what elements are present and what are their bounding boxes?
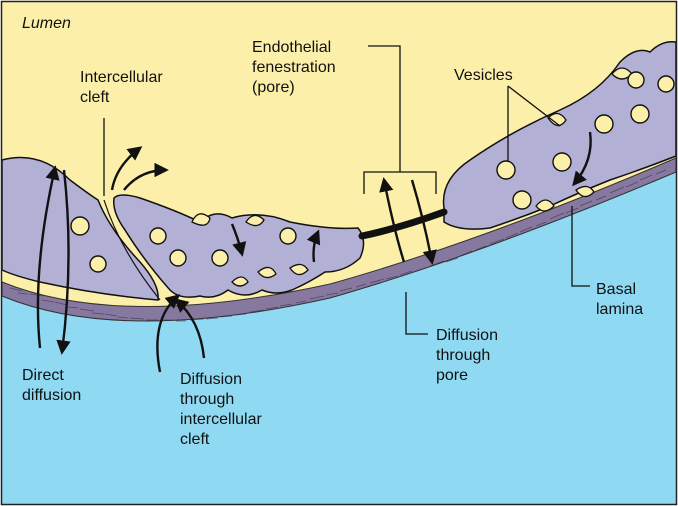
vesicle-pits — [191, 213, 309, 287]
cleft-arrows — [110, 146, 206, 373]
vesicle — [211, 249, 229, 267]
vesicle — [279, 227, 297, 245]
vesicle-pits-right — [535, 67, 633, 212]
vesicle-transport-arrows — [230, 131, 592, 263]
intercellular-cleft-line — [103, 199, 161, 301]
vesicle — [552, 152, 572, 172]
fenestration-bar — [358, 208, 448, 240]
basal-lamina-fibers — [9, 169, 667, 322]
vesicle — [496, 160, 516, 180]
basal-lamina-label: Basal lamina — [596, 281, 644, 318]
basal-lamina-leader — [571, 206, 590, 287]
vesicles-leaders — [507, 85, 561, 162]
vesicle — [70, 216, 90, 236]
direct-diffusion-arrows — [36, 165, 71, 355]
vesicles-label: Vesicles — [454, 67, 513, 84]
endothelial-fenestration-label: Endothelial fenestration (pore) — [252, 39, 336, 96]
direct-diffusion-label: Direct diffusion — [22, 367, 82, 404]
vesicle — [149, 227, 167, 245]
vesicle — [169, 249, 187, 267]
vesicle — [594, 114, 614, 134]
intercellular-cleft-label: Intercellular cleft — [80, 69, 163, 106]
vesicle — [512, 190, 532, 210]
endothelial-cell-right — [442, 40, 677, 230]
pore-arrows — [379, 177, 437, 265]
pore-diffusion-leader — [405, 292, 428, 335]
diffusion-pore-label: Diffusion through pore — [436, 327, 498, 384]
diffusion-cleft-label: Diffusion through intercellular cleft — [180, 371, 262, 448]
vesicle — [630, 104, 650, 124]
lumen-label: Lumen — [22, 15, 71, 32]
vesicle — [89, 255, 107, 273]
vesicle — [627, 71, 645, 89]
fenestration-bracket — [363, 45, 437, 194]
vesicle — [657, 75, 675, 93]
vesicles-group — [70, 71, 675, 273]
interstitial-region — [2, 172, 676, 504]
